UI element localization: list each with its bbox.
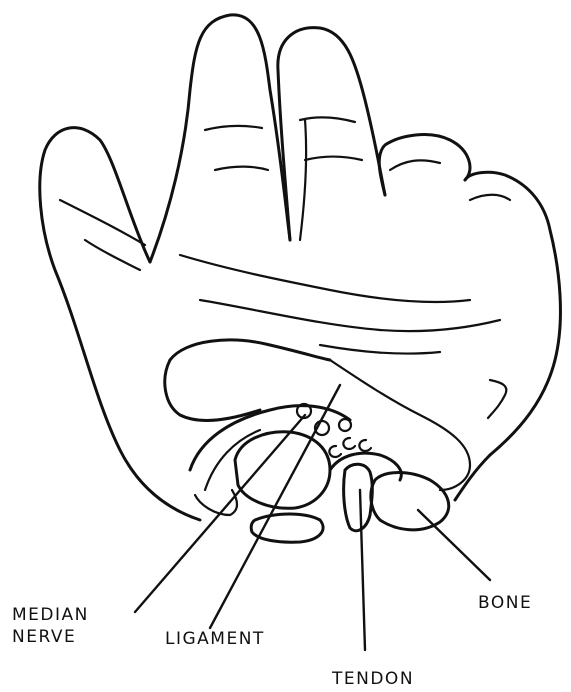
label-median-nerve: MEDIAN NERVE xyxy=(12,604,89,648)
tendon-circle-3 xyxy=(343,438,355,449)
tendon-circle-5 xyxy=(329,446,341,457)
leader-ligament xyxy=(210,385,340,628)
tendon-circle-4 xyxy=(359,440,371,451)
label-ligament: LIGAMENT xyxy=(165,628,265,650)
leader-tendon xyxy=(360,490,365,650)
leader-bone xyxy=(418,510,490,580)
carpal-bone-bottom xyxy=(251,514,323,542)
carpal-bone-right xyxy=(371,473,449,530)
hand-outline xyxy=(40,15,561,520)
tendon-sheath xyxy=(344,464,373,531)
carpal-bone-left xyxy=(235,432,330,509)
label-tendon: TENDON xyxy=(332,668,414,690)
label-bone: BONE xyxy=(478,592,532,614)
tendon-circle-2 xyxy=(339,419,351,431)
